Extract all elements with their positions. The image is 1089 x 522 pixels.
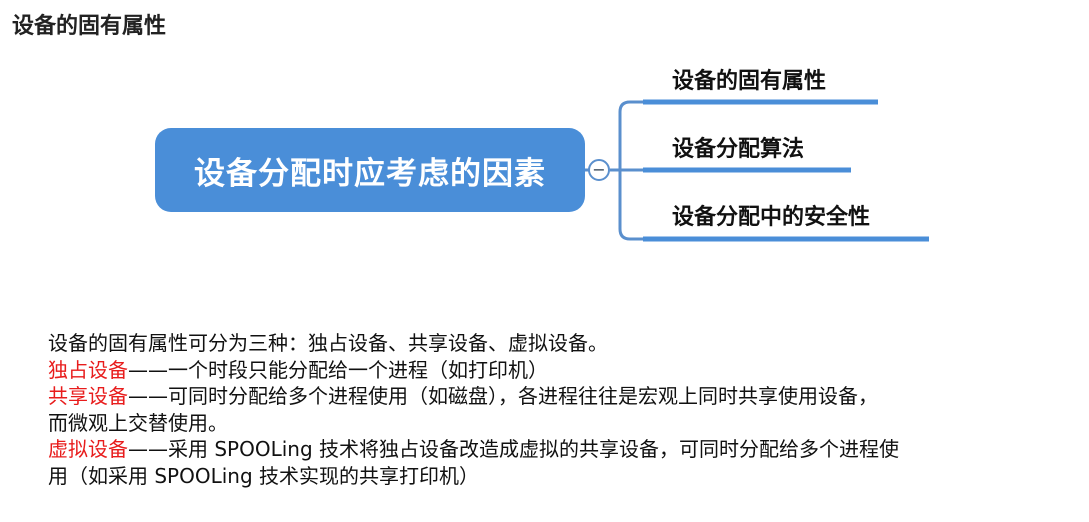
mind-map-connectors (585, 99, 929, 242)
virtual-device-text: ——采用 SPOOLing 技术将独占设备改造成虚拟的共享设备，可同时分配给多个… (128, 437, 900, 461)
branch-node-allocation-algorithm[interactable]: 设备分配算法 (672, 137, 805, 162)
branch-connector-3 (618, 170, 645, 241)
virtual-device-line: 虚拟设备——采用 SPOOLing 技术将独占设备改造成虚拟的共享设备，可同时分… (48, 436, 1083, 463)
shared-device-text: ——可同时分配给多个进程使用（如磁盘），各进程往往是宏观上同时共享使用设备， (128, 384, 878, 408)
shared-device-line: 共享设备——可同时分配给多个进程使用（如磁盘），各进程往往是宏观上同时共享使用设… (48, 383, 1083, 410)
exclusive-device-text: ——一个时段只能分配给一个进程（如打印机） (128, 357, 548, 382)
root-node-label: 设备分配时应考虑的因素 (194, 155, 546, 192)
branch-node-allocation-safety[interactable]: 设备分配中的安全性 (672, 205, 871, 230)
page-title: 设备的固有属性 (12, 14, 167, 39)
branch-connector-1 (610, 100, 645, 172)
shared-device-line-cont: 而微观上交替使用。 (48, 410, 228, 435)
exclusive-device-term: 独占设备 (48, 357, 128, 382)
virtual-device-term: 虚拟设备 (48, 437, 128, 461)
root-node[interactable]: 设备分配时应考虑的因素 (155, 128, 585, 212)
mind-map: 设备分配时应考虑的因素 − 设备的固有属性 设备分配算法 设备分配中的安全性 (155, 69, 929, 242)
description-intro: 设备的固有属性可分为三种：独占设备、共享设备、虚拟设备。 (48, 331, 608, 355)
branch-node-fixed-properties[interactable]: 设备的固有属性 (672, 69, 827, 94)
collapse-toggle-icon[interactable]: − (588, 159, 610, 181)
shared-device-term: 共享设备 (48, 384, 128, 408)
description-text: 设备的固有属性可分为三种：独占设备、共享设备、虚拟设备。 独占设备——一个时段只… (48, 330, 1083, 489)
virtual-device-line-cont: 用（如采用 SPOOLing 技术实现的共享打印机） (48, 463, 480, 488)
exclusive-device-line: 独占设备——一个时段只能分配给一个进程（如打印机） (48, 357, 1083, 384)
